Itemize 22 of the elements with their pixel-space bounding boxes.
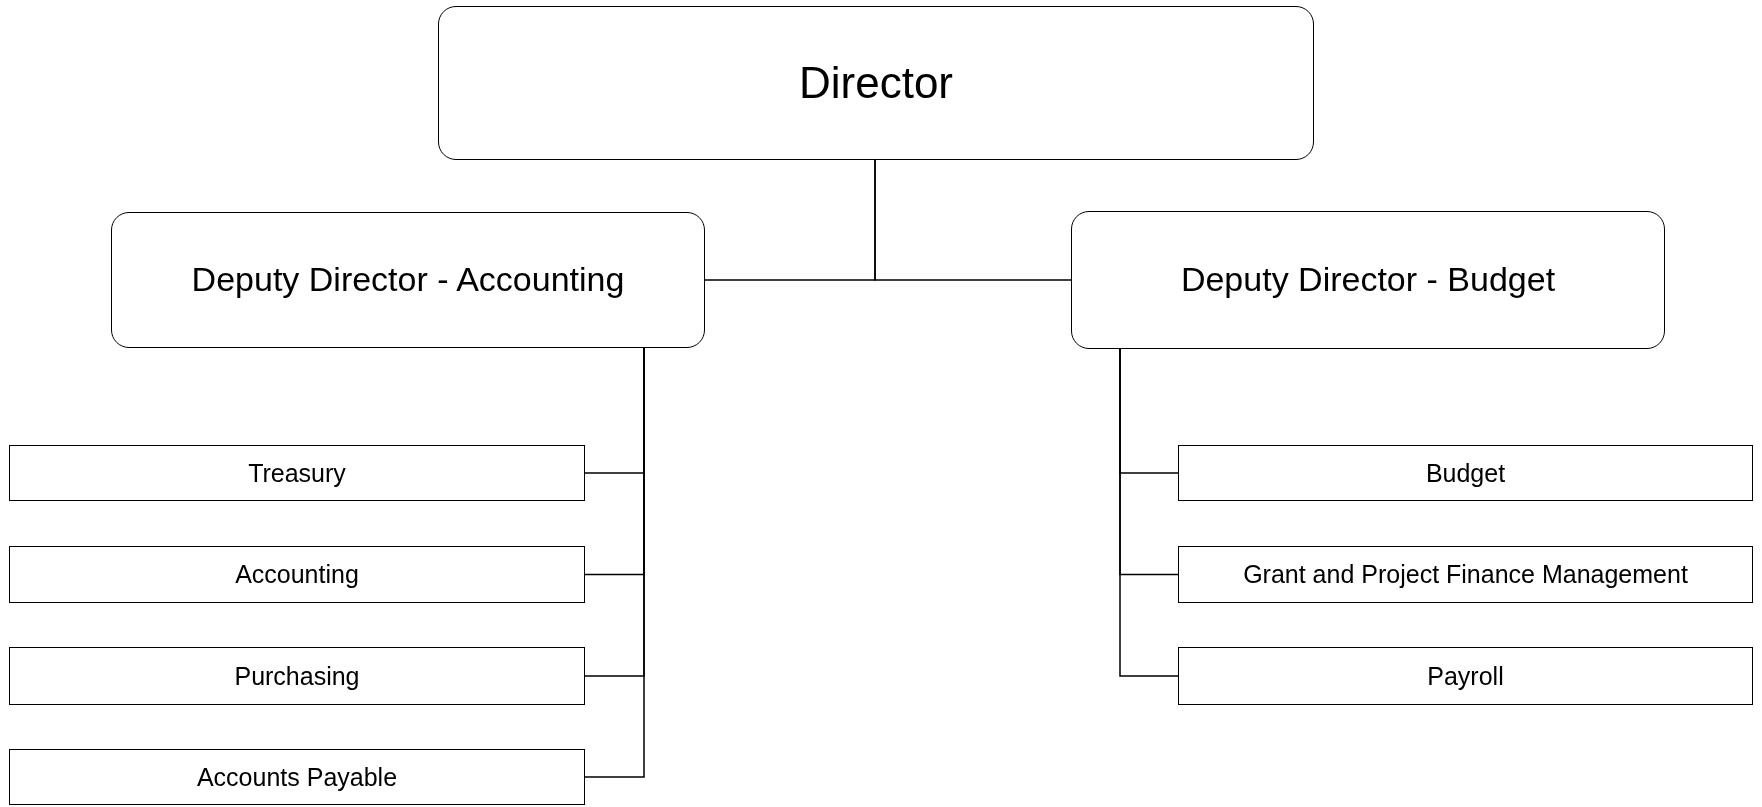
- node-label: Accounting: [235, 560, 359, 589]
- node-label: Payroll: [1427, 661, 1504, 691]
- unit-box: [1178, 647, 1753, 705]
- unit-box: [1178, 546, 1753, 603]
- node-label: Treasury: [248, 458, 346, 488]
- unit-box: [9, 647, 585, 705]
- role-box: [111, 212, 705, 348]
- node-label: Director: [799, 57, 953, 109]
- unit-box: [1178, 445, 1753, 501]
- unit-box: [9, 445, 585, 501]
- role-box: [1071, 211, 1665, 349]
- unit-box: [9, 546, 585, 603]
- role-box: [438, 6, 1314, 160]
- node-label: Deputy Director - Accounting: [191, 260, 625, 300]
- unit-box: [9, 749, 585, 805]
- node-label: Budget: [1425, 458, 1506, 488]
- node-label: Grant and Project Finance Management: [1243, 560, 1688, 589]
- connector-line: [874, 159, 1072, 281]
- connector-line: [1119, 348, 1179, 677]
- node-label: Deputy Director - Budget: [1180, 260, 1556, 300]
- node-label: Accounts Payable: [196, 762, 398, 792]
- node-label: Purchasing: [234, 661, 360, 691]
